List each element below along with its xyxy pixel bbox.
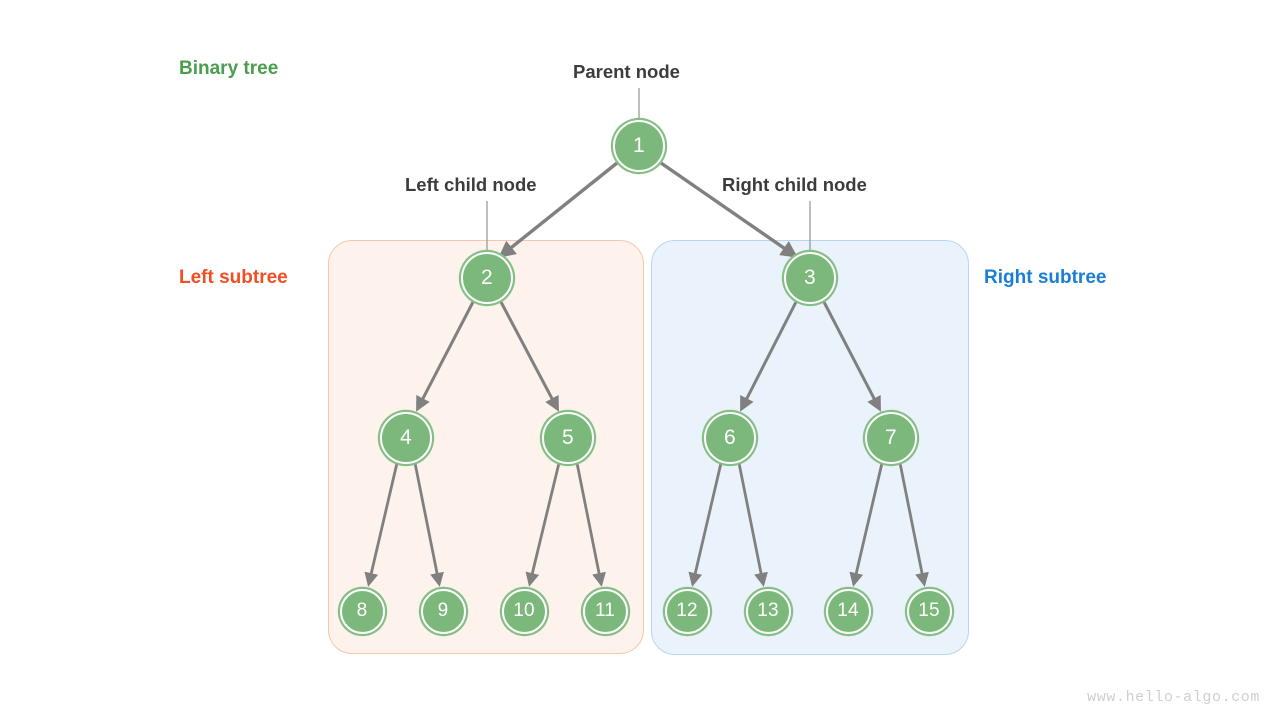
tree-node-13: 13 [745,588,791,634]
tree-node-8: 8 [339,588,385,634]
tree-node-6: 6 [704,412,756,464]
tree-node-2: 2 [461,252,513,304]
diagram-title: Binary tree [179,58,279,79]
tree-node-15: 15 [906,588,952,634]
annotation-left-subtree: Left subtree [179,267,288,288]
tree-node-14: 14 [825,588,871,634]
tree-node-11: 11 [582,588,628,634]
tree-node-4: 4 [380,412,432,464]
annotation-left-child-node: Left child node [405,174,537,195]
tree-node-9: 9 [420,588,466,634]
watermark: www.hello-algo.com [1087,689,1260,706]
annotation-parent-node: Parent node [573,61,680,82]
annotation-right-child-node: Right child node [722,174,867,195]
tree-node-3: 3 [784,252,836,304]
annotation-right-subtree: Right subtree [984,267,1107,288]
tree-node-7: 7 [865,412,917,464]
tree-node-1: 1 [613,120,665,172]
tree-node-10: 10 [501,588,547,634]
tree-node-5: 5 [542,412,594,464]
tree-node-12: 12 [664,588,710,634]
